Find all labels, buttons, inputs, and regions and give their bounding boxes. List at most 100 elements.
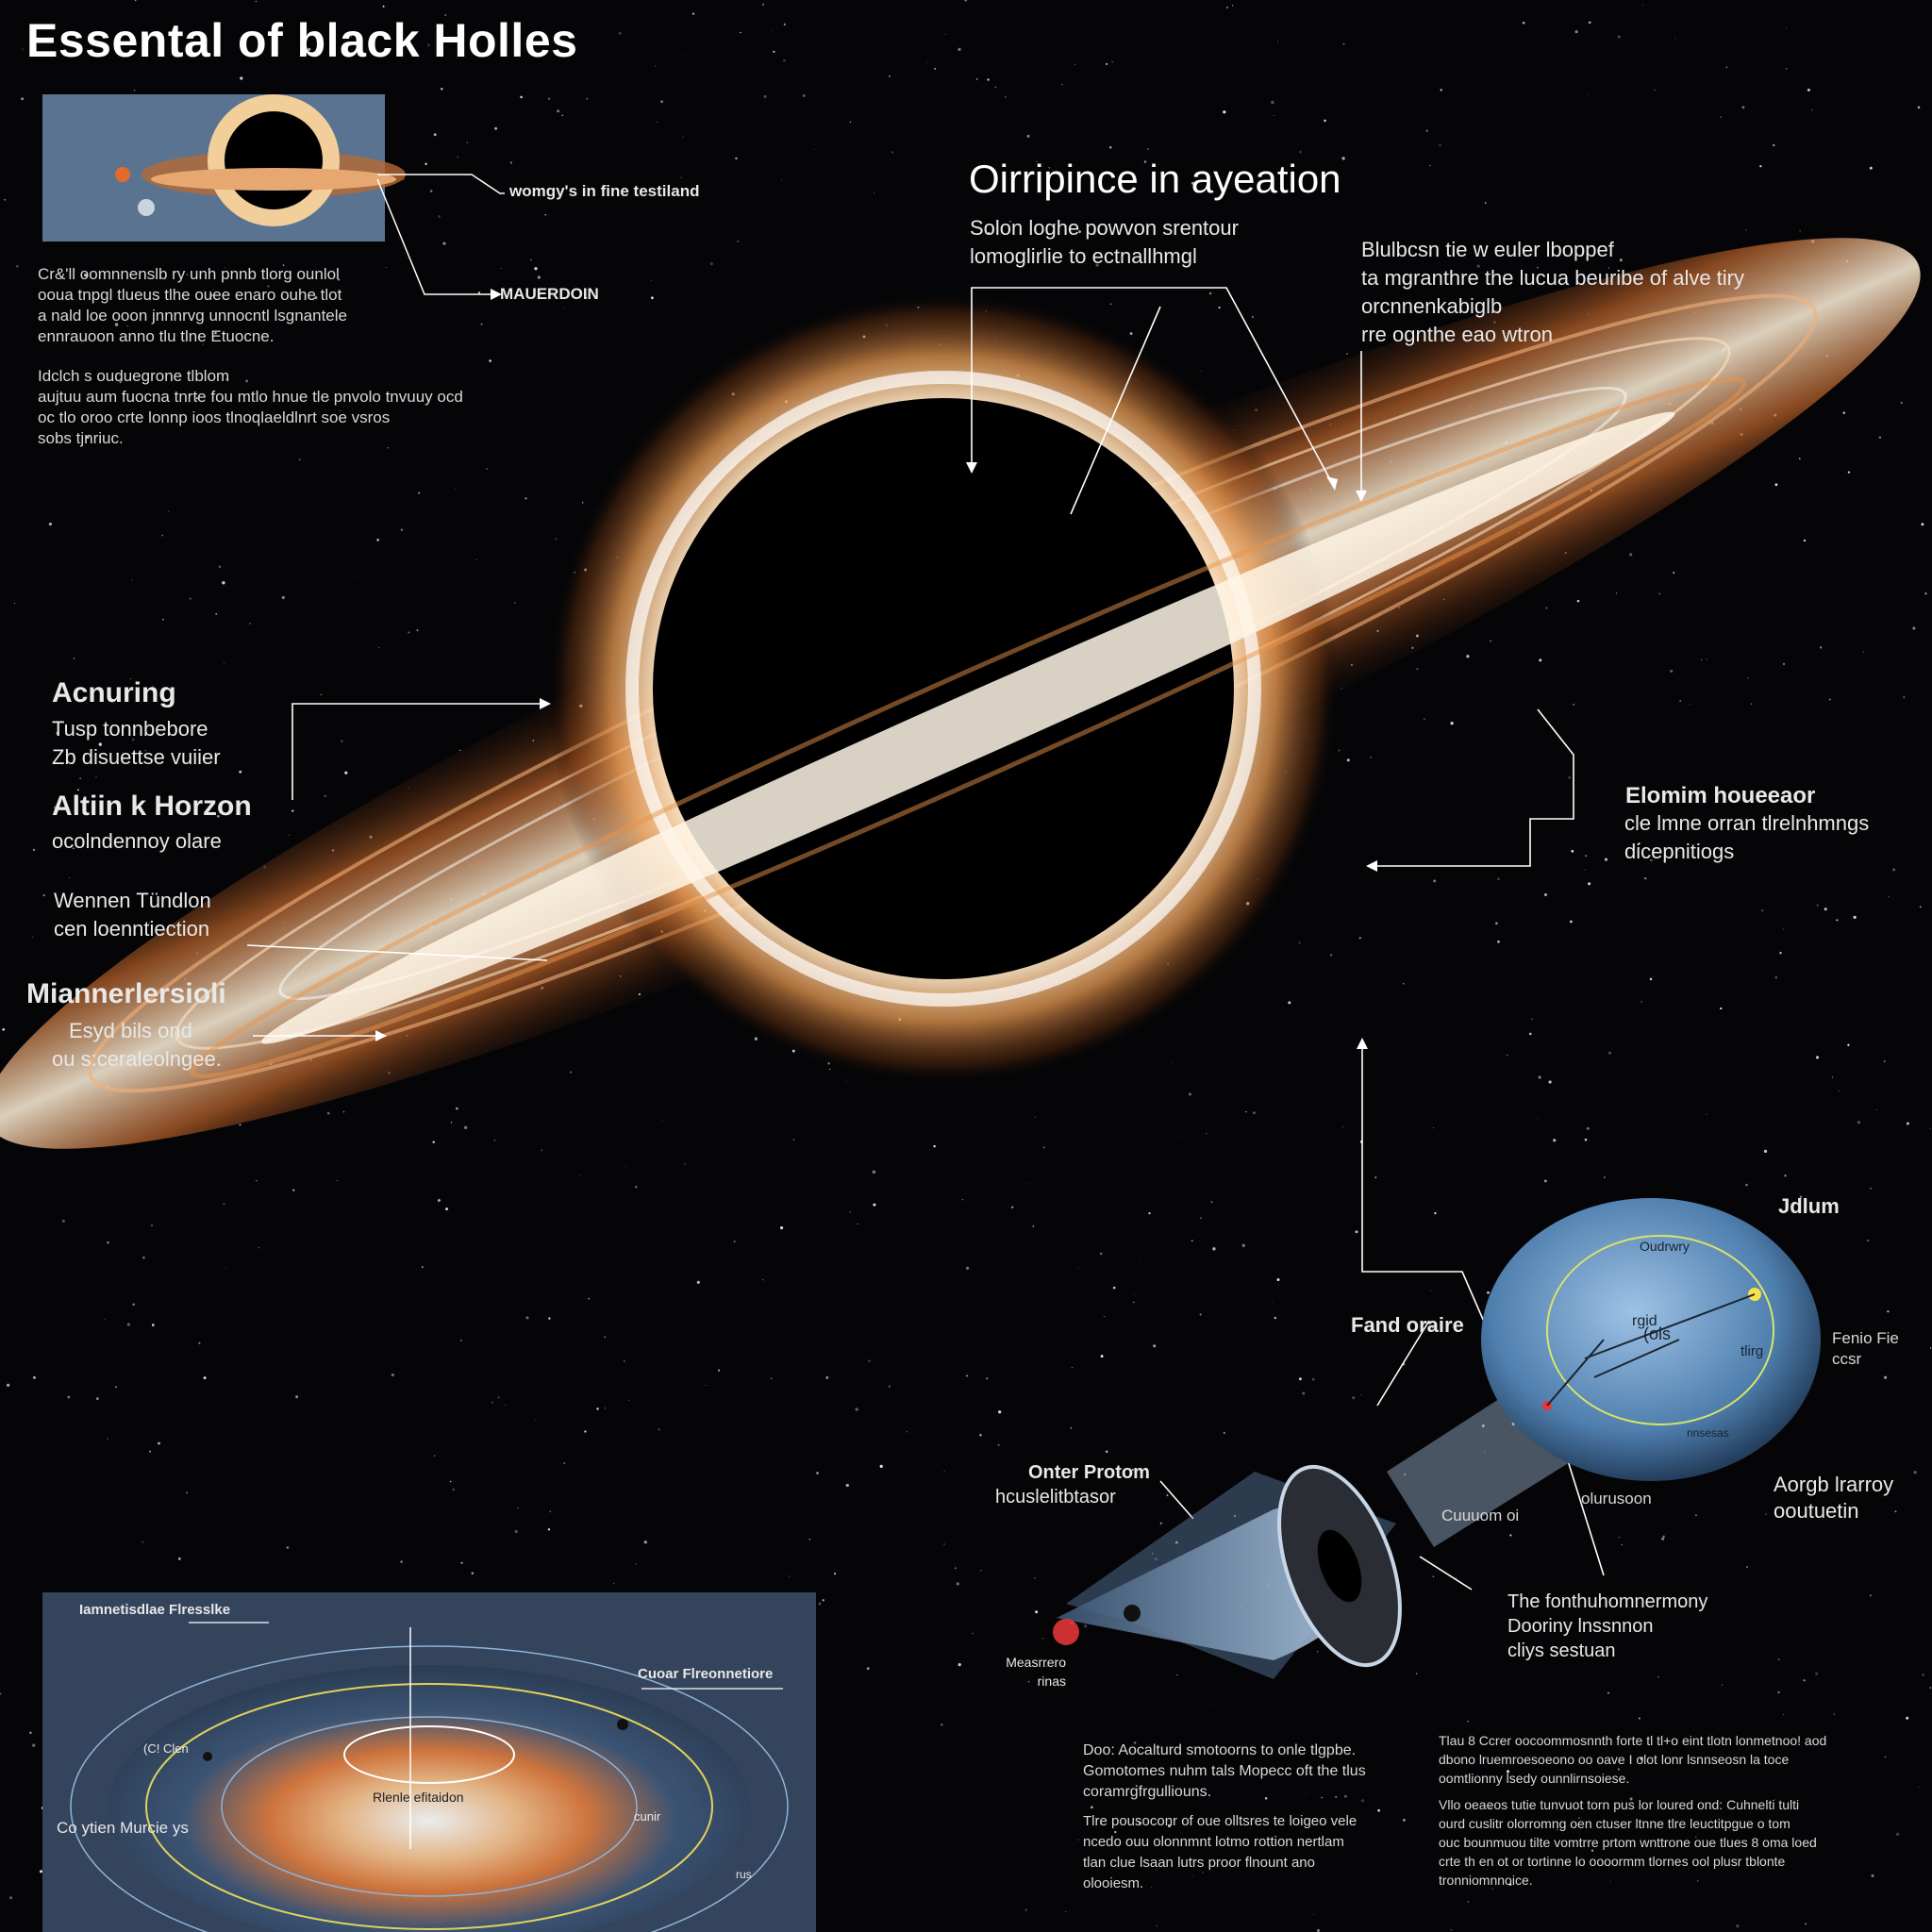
star — [1662, 1535, 1665, 1538]
star — [1607, 1691, 1609, 1694]
star — [298, 458, 301, 461]
star — [1316, 1650, 1319, 1653]
star — [61, 1219, 65, 1223]
star — [144, 750, 146, 752]
sphere-label-2: rgid — [1632, 1313, 1657, 1329]
star — [1313, 1914, 1315, 1915]
star — [816, 1472, 819, 1474]
star — [1167, 1824, 1172, 1828]
star — [1071, 1366, 1074, 1369]
star — [1324, 119, 1326, 123]
star — [1782, 1713, 1785, 1716]
star — [997, 1443, 1000, 1446]
star — [1041, 1638, 1043, 1640]
star — [1538, 1075, 1541, 1079]
star — [1774, 976, 1778, 979]
star — [563, 1462, 565, 1464]
star — [1270, 1752, 1274, 1756]
star — [1604, 1176, 1606, 1178]
label-jdlum: Jdlum — [1778, 1194, 1840, 1218]
star — [1083, 1624, 1088, 1628]
star — [1271, 100, 1274, 105]
star — [1210, 1201, 1213, 1204]
star — [849, 121, 852, 124]
star — [1491, 1888, 1493, 1890]
star — [1929, 1347, 1932, 1349]
star — [1619, 258, 1623, 262]
star — [958, 47, 961, 52]
star — [131, 579, 133, 581]
star — [1615, 592, 1617, 594]
star — [682, 54, 683, 56]
star — [1225, 6, 1229, 9]
star — [549, 1510, 552, 1513]
star — [427, 43, 430, 47]
star — [203, 1376, 207, 1380]
star — [441, 88, 443, 91]
star — [1680, 1605, 1683, 1608]
star — [980, 1569, 982, 1572]
star — [142, 1541, 144, 1543]
star — [1694, 1514, 1697, 1517]
star — [961, 1199, 963, 1201]
star — [762, 3, 765, 6]
star — [1857, 1121, 1860, 1124]
star — [218, 565, 222, 568]
star — [1641, 4, 1643, 6]
sphere-label-5: nnsesas — [1687, 1426, 1729, 1440]
star — [480, 323, 483, 325]
mianner-heading: Miannerlersioli — [26, 978, 226, 1009]
star — [1377, 1808, 1380, 1812]
star — [1106, 62, 1108, 65]
star — [1745, 229, 1747, 231]
star — [1402, 1818, 1406, 1822]
star — [1402, 982, 1405, 985]
star — [1736, 1924, 1740, 1928]
star — [1807, 88, 1810, 92]
star — [86, 703, 88, 705]
star — [1607, 267, 1610, 270]
star — [1847, 1043, 1850, 1046]
star — [79, 698, 82, 701]
star — [1906, 1716, 1909, 1720]
star — [1763, 1149, 1768, 1154]
star — [256, 1180, 258, 1182]
star — [808, 1539, 811, 1541]
star — [1576, 599, 1580, 603]
star — [1507, 1054, 1508, 1057]
star — [1904, 572, 1906, 574]
star — [1009, 220, 1011, 223]
star — [532, 1526, 533, 1528]
label-oiiuuson: olurusoon — [1581, 1490, 1652, 1507]
star — [1032, 1225, 1035, 1227]
star — [906, 1430, 908, 1433]
star — [1747, 677, 1749, 679]
star — [460, 1340, 462, 1341]
star — [442, 242, 446, 245]
star — [1020, 1349, 1022, 1351]
star — [1661, 1537, 1665, 1541]
star — [1133, 1741, 1137, 1744]
star — [1674, 37, 1676, 39]
star — [961, 1777, 962, 1779]
star — [1455, 1577, 1457, 1579]
star — [955, 1567, 957, 1569]
star — [584, 1430, 587, 1433]
star — [1578, 1817, 1580, 1819]
star — [541, 1149, 542, 1152]
star — [1176, 1674, 1178, 1675]
star — [350, 36, 353, 38]
star — [1288, 1001, 1291, 1005]
star — [513, 602, 516, 605]
star — [604, 1336, 607, 1339]
star — [521, 189, 523, 191]
star — [770, 1377, 773, 1380]
star — [202, 343, 204, 345]
star — [940, 1723, 943, 1726]
star — [225, 377, 229, 381]
star — [1597, 796, 1599, 798]
star — [239, 1124, 242, 1126]
star — [987, 78, 990, 81]
star — [1765, 1513, 1767, 1515]
star — [1048, 254, 1051, 256]
